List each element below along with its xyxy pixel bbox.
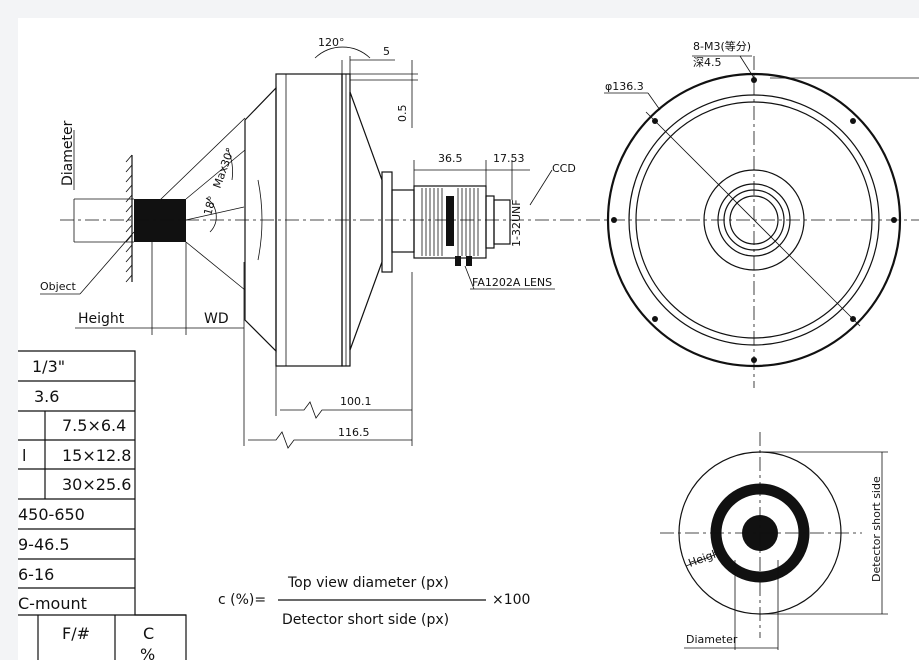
housing-cone — [244, 86, 277, 353]
formula-prefix: c (%)= — [218, 592, 266, 608]
dia-136-label: φ136.3 — [605, 80, 644, 93]
thread-label: 1-32UNF — [510, 199, 523, 247]
dim-36-5-label: 36.5 — [438, 152, 463, 165]
wd-label: WD — [204, 311, 229, 327]
object-wall-hatch — [125, 154, 133, 283]
formula-numerator: Top view diameter (px) — [287, 575, 449, 591]
spec-wd: 9-46.5 — [18, 535, 70, 554]
housing-rear-cone — [349, 91, 383, 351]
holes-depth-label: 深4.5 — [693, 56, 722, 69]
drawing-sheet — [18, 18, 919, 660]
spec-fov-2: 15×12.8 — [62, 446, 131, 465]
detector-view: Detector short side Height Diameter — [660, 432, 888, 650]
height-label: Height — [78, 311, 125, 327]
angle-max-label: Max30° — [211, 146, 238, 190]
formula-denominator: Detector short side (px) — [282, 612, 449, 628]
spec-fov-1: 7.5×6.4 — [62, 416, 126, 435]
object-label: Object — [40, 280, 77, 293]
angle-120-label: 120° — [318, 36, 345, 49]
dim-100-1-label: 100.1 — [340, 395, 372, 408]
formula: c (%)= Top view diameter (px) Detector s… — [218, 575, 530, 628]
spec-table: 1/3" 3.6 7.5×6.4 l 15×12.8 30×25.6 450-6… — [18, 350, 187, 660]
formula-multiplier: ×100 — [492, 592, 530, 608]
spec-fov-3: 30×25.6 — [62, 475, 131, 494]
side-view: Diameter Object Height WD Max30° 18° — [40, 36, 585, 449]
holes-label: 8-M3(等分) — [693, 39, 751, 53]
spec-mount: C-mount — [18, 594, 87, 613]
short-side-label: Detector short side — [870, 476, 883, 582]
diameter-label: Diameter — [60, 120, 76, 186]
object-block — [134, 199, 186, 242]
dim-0-5-label: 0.5 — [396, 105, 409, 123]
detector-height-label: Height — [687, 545, 726, 570]
front-view: φ136.3 8-M3(等分) 深4.5 — [586, 39, 919, 388]
spec-pct-header: % — [140, 645, 155, 660]
spec-c-header: C — [143, 624, 154, 643]
spec-wavelength: 450-650 — [18, 505, 85, 524]
lens-label: FA1202A LENS — [472, 276, 552, 289]
spec-sensor: 1/3" — [32, 357, 65, 376]
ccd-label: CCD — [552, 162, 576, 175]
dim-116-5-label: 116.5 — [338, 426, 370, 439]
lens-knurling — [421, 188, 479, 256]
detector-diameter-label: Diameter — [686, 633, 738, 646]
spec-fnum-header: F/# — [62, 624, 90, 643]
spec-fov-frag: l — [22, 446, 26, 465]
spec-focal: 3.6 — [34, 387, 59, 406]
angle-18-label: 18° — [201, 195, 219, 217]
spec-dof: 6-16 — [18, 565, 54, 584]
dim-17-53-label: 17.53 — [493, 152, 525, 165]
dim-5-label: 5 — [383, 45, 390, 58]
